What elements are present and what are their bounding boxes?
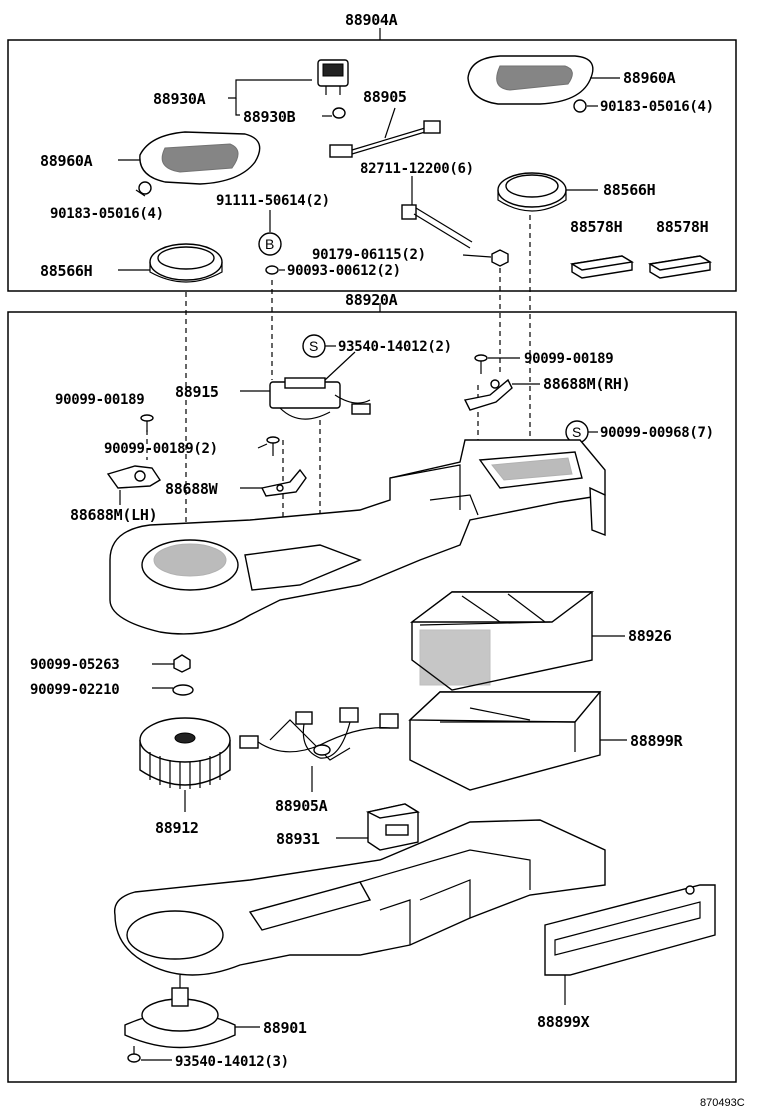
washer-90099-02210 <box>172 684 194 696</box>
screw-93540-bottom <box>127 1046 141 1063</box>
label-93540-bottom: 93540-14012(3) <box>175 1054 289 1070</box>
upper-case-housing <box>109 439 606 635</box>
cable-tie-82711 <box>401 204 473 249</box>
bracket-88688M-RH <box>463 378 513 411</box>
sensor-wire-88905 <box>329 120 441 158</box>
label-93540-top: 93540-14012(2) <box>338 339 452 355</box>
label-88905: 88905 <box>363 88 407 106</box>
label-88566H-right: 88566H <box>603 181 656 199</box>
label-88926: 88926 <box>628 627 672 645</box>
pad-88578H-b <box>647 255 713 279</box>
screw-90099-00189-right <box>474 354 488 374</box>
label-90093: 90093-00612(2) <box>287 263 401 279</box>
label-91111: 91111-50614(2) <box>216 193 330 209</box>
switch-88930A <box>317 59 349 95</box>
nut-90183-left <box>138 181 152 195</box>
label-88688M-LH: 88688M(LH) <box>70 506 157 524</box>
blower-fan-88912 <box>139 717 231 789</box>
bracket-88688M-LH <box>106 465 161 489</box>
symbol-S-right: S <box>572 424 581 440</box>
door-88899X <box>544 884 716 976</box>
evaporator-88926 <box>409 591 595 691</box>
seal-88566H-right <box>497 172 567 212</box>
label-88899X: 88899X <box>537 1013 590 1031</box>
washer-90093 <box>265 265 279 275</box>
lower-case-housing <box>113 819 606 976</box>
kit-lower-frame <box>7 311 737 1083</box>
label-90099-00189-pair: 90099-00189(2) <box>104 441 218 457</box>
label-88901: 88901 <box>263 1019 307 1037</box>
label-88688W: 88688W <box>165 480 219 498</box>
label-88578H-b: 88578H <box>656 218 709 236</box>
kit-upper-frame <box>7 39 737 292</box>
label-88912: 88912 <box>155 819 199 837</box>
grille-88960A-right <box>467 55 594 105</box>
label-88960A-right: 88960A <box>623 69 676 87</box>
label-88930A: 88930A <box>153 90 206 108</box>
bracket-88688W <box>260 468 307 497</box>
label-88931: 88931 <box>276 830 320 848</box>
label-90099-05263: 90099-05263 <box>30 657 119 673</box>
label-90099-00189-right: 90099-00189 <box>524 351 613 367</box>
actuator-88915 <box>269 377 371 420</box>
label-90183-left: 90183-05016(4) <box>50 206 164 222</box>
clip-88930B <box>332 107 346 119</box>
label-kit-lower: 88920A <box>345 291 398 309</box>
nut-90179 <box>491 249 509 267</box>
label-90099-02210: 90099-02210 <box>30 682 119 698</box>
label-88578H-a: 88578H <box>570 218 623 236</box>
screw-90099-00189-left <box>140 414 154 432</box>
label-88899R: 88899R <box>630 732 684 750</box>
nut-90183-right <box>573 99 587 113</box>
grille-88960A-left <box>139 131 261 185</box>
label-90183-right: 90183-05016(4) <box>600 99 714 115</box>
ecu-88931 <box>365 803 420 851</box>
symbol-B-circle <box>258 232 282 256</box>
footer-code: 870493C <box>700 1097 745 1109</box>
label-kit-upper: 88904A <box>345 11 398 29</box>
seal-88566H-left <box>149 243 223 283</box>
pad-88578H-a <box>569 255 635 279</box>
label-88566H-left: 88566H <box>40 262 93 280</box>
label-88930B: 88930B <box>243 108 296 126</box>
label-82711: 82711-12200(6) <box>360 161 474 177</box>
tray-88899R <box>408 691 602 791</box>
screw-90099-00189-pair <box>266 436 280 456</box>
label-88688M-RH: 88688M(RH) <box>543 375 630 393</box>
symbol-S-top: S <box>309 338 318 354</box>
label-90099-00968: 90099-00968(7) <box>600 425 714 441</box>
blower-motor-88901 <box>124 975 236 1049</box>
label-88960A-left: 88960A <box>40 152 93 170</box>
nut-90099-05263 <box>173 654 191 673</box>
label-90179: 90179-06115(2) <box>312 247 426 263</box>
label-90099-00189-left: 90099-00189 <box>55 392 144 408</box>
label-88915: 88915 <box>175 383 219 401</box>
label-88905A: 88905A <box>275 797 328 815</box>
symbol-B: B <box>265 236 274 252</box>
wire-harness-88905A <box>239 707 399 761</box>
